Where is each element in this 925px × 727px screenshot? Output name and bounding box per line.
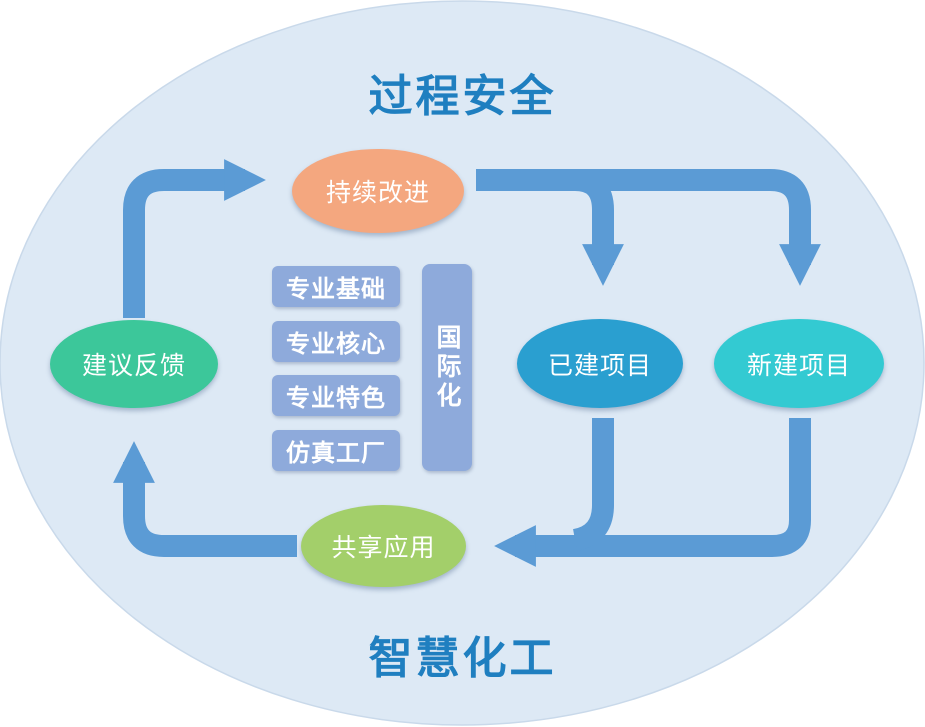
- internationalization-label: 国际化: [433, 324, 462, 411]
- box-professional-features: 专业特色: [272, 375, 400, 416]
- title-process-safety: 过程安全: [368, 71, 557, 122]
- node-shared-application: 共享应用: [301, 505, 466, 587]
- arrow-existing-to-share: [572, 418, 614, 551]
- node-feedback: 建议反馈: [50, 320, 218, 408]
- box-professional-basics: 专业基础: [272, 266, 400, 307]
- node-continuous-improvement: 持续改进: [292, 149, 464, 233]
- arrow-share-to-feedback: [113, 441, 297, 557]
- arrow-improve-to-new: [575, 169, 821, 286]
- node-new-projects: 新建项目: [714, 319, 884, 408]
- box-professional-core: 专业核心: [272, 321, 400, 362]
- box-simulation-factory: 仿真工厂: [272, 430, 400, 471]
- arrow-feedback-to-improve: [123, 159, 266, 318]
- box-internationalization: 国际化: [422, 264, 472, 471]
- node-existing-projects: 已建项目: [517, 319, 683, 408]
- arrow-new-to-share: [494, 418, 811, 567]
- title-smart-chemical: 智慧化工: [368, 633, 557, 684]
